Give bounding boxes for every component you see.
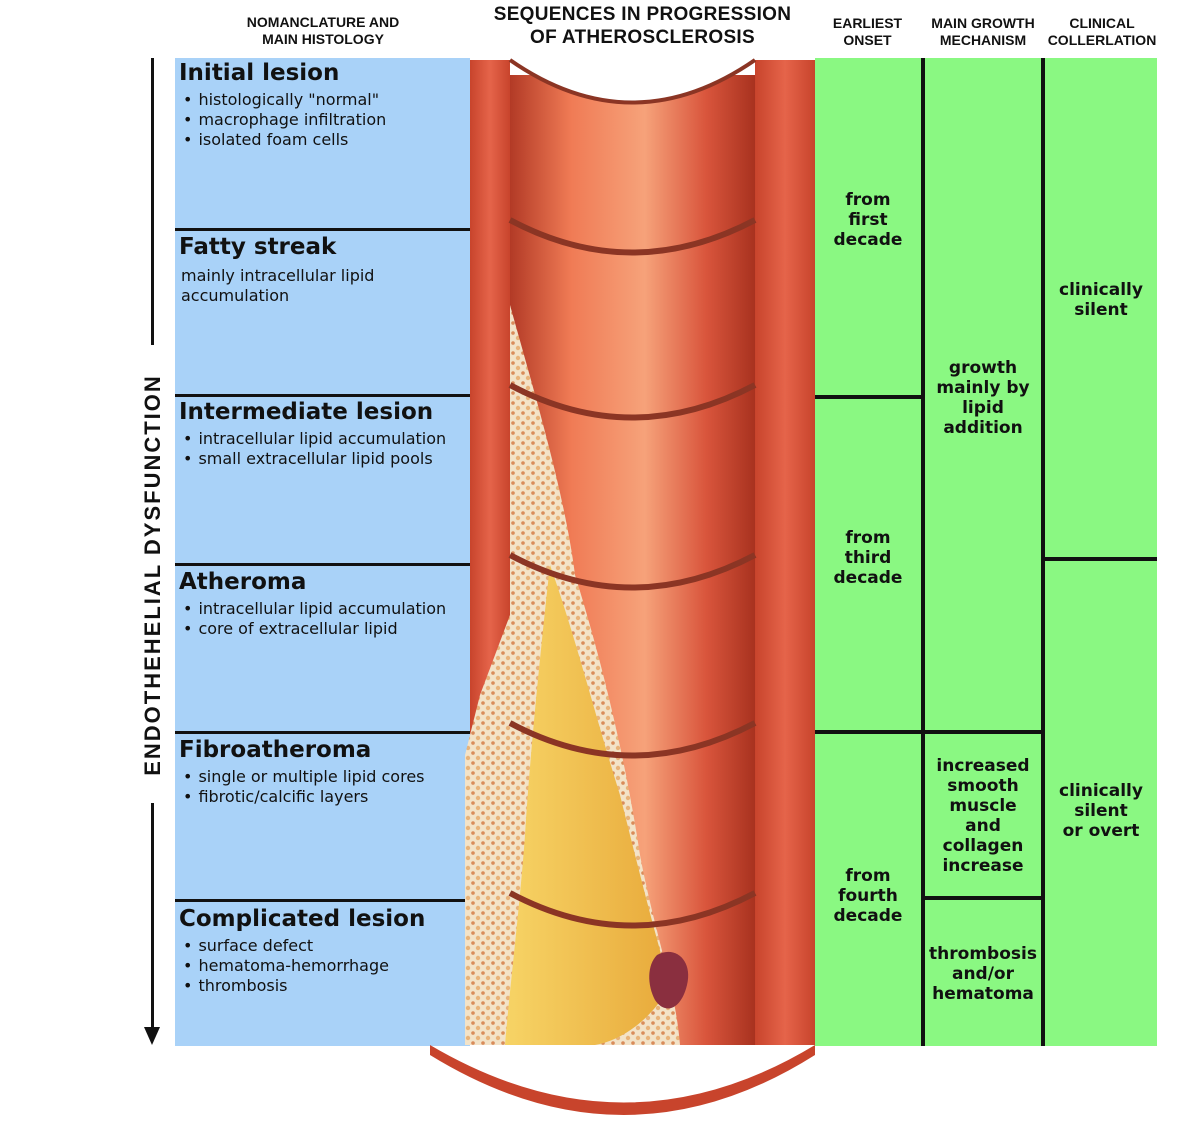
header-earliest-onset: EARLIEST ONSET	[832, 15, 903, 48]
list-item: surface defect	[183, 936, 389, 956]
axis-label: ENDOTHEHELIAL DYSFUNCTION	[140, 374, 165, 776]
stage-items: intracellular lipid accumulation core of…	[183, 599, 446, 639]
list-item: intracellular lipid accumulation	[183, 429, 446, 449]
stage-items: intracellular lipid accumulation small e…	[183, 429, 446, 469]
list-item: thrombosis	[183, 976, 389, 996]
list-item: core of extracellular lipid	[183, 619, 446, 639]
stage-fibroatheroma: Fibroatheroma single or multiple lipid c…	[175, 735, 470, 900]
stage-intermediate-lesion: Intermediate lesion intracellular lipid …	[175, 397, 470, 562]
thrombus	[649, 951, 689, 1009]
header-nomenclature: NOMANCLATURE AND MAIN HISTOLOGY	[246, 14, 400, 47]
stage-title: Complicated lesion	[179, 906, 426, 932]
growth-divider	[925, 896, 1041, 900]
clinical-silent-or-overt: clinically silent or overt	[1059, 781, 1143, 841]
stage-divider	[175, 563, 470, 566]
stage-divider	[175, 899, 470, 902]
list-item: fibrotic/calcific layers	[183, 787, 425, 807]
axis-label-background	[136, 345, 170, 803]
stage-items: surface defect hematoma-hemorrhage throm…	[183, 936, 389, 996]
stage-items: histologically "normal" macrophage infil…	[183, 90, 386, 150]
artery-opening-top	[508, 58, 757, 105]
stage-initial-lesion: Initial lesion histologically "normal" m…	[175, 58, 470, 228]
growth-lipid-addition: growth mainly by lipid addition	[936, 358, 1030, 438]
slice-rings	[508, 217, 757, 929]
artery-illustration	[430, 58, 815, 1115]
header-sequences: SEQUENCES IN PROGRESSION OF ATHEROSCLERO…	[493, 4, 792, 48]
stage-divider	[175, 228, 470, 231]
stage-complicated-lesion: Complicated lesion surface defect hemato…	[175, 904, 470, 1044]
stage-atheroma: Atheroma intracellular lipid accumulatio…	[175, 567, 470, 732]
stage-title: Intermediate lesion	[179, 399, 434, 425]
histology-panel: Initial lesion histologically "normal" m…	[175, 58, 470, 1046]
onset-first-decade: from first decade	[833, 190, 903, 250]
clinical-panel	[815, 58, 1157, 1046]
stage-items: single or multiple lipid cores fibrotic/…	[183, 767, 425, 807]
list-item: macrophage infiltration	[183, 110, 386, 130]
growth-divider	[925, 730, 1041, 734]
axis-arrow-head	[144, 1027, 160, 1045]
header-growth-mechanism: MAIN GROWTH MECHANISM	[931, 15, 1035, 48]
list-item: small extracellular lipid pools	[183, 449, 446, 469]
clinical-silent: clinically silent	[1059, 280, 1143, 320]
stage-title: Atheroma	[179, 569, 307, 595]
onset-third-decade: from third decade	[833, 528, 903, 588]
artery-bottom-end	[430, 1045, 815, 1115]
list-item: hematoma-hemorrhage	[183, 956, 389, 976]
column-divider	[1041, 58, 1045, 1046]
clinical-divider	[1045, 557, 1157, 561]
stage-title: Initial lesion	[179, 60, 340, 86]
stage-title: Fibroatheroma	[179, 737, 372, 763]
stage-divider	[175, 731, 470, 734]
list-item: histologically "normal"	[183, 90, 386, 110]
stage-divider	[175, 394, 470, 397]
header-clinical-correlation: CLINICAL COLLERLATION	[1047, 15, 1157, 48]
column-divider	[921, 58, 925, 1046]
onset-divider	[815, 395, 921, 399]
growth-smooth-muscle: increased smooth muscle and collagen inc…	[936, 756, 1030, 876]
stage-title: Fatty streak	[179, 234, 337, 260]
stage-text: mainly intracellular lipid accumulation	[181, 266, 375, 305]
list-item: single or multiple lipid cores	[183, 767, 424, 787]
list-item: intracellular lipid accumulation	[183, 599, 446, 619]
onset-divider	[815, 730, 921, 734]
artery-wall-right	[755, 60, 815, 1045]
stage-fatty-streak: Fatty streak mainly intracellular lipid …	[175, 232, 470, 395]
list-item: isolated foam cells	[183, 130, 386, 150]
onset-fourth-decade: from fourth decade	[833, 866, 903, 926]
growth-thrombosis: thrombosis and/or hematoma	[929, 944, 1037, 1004]
